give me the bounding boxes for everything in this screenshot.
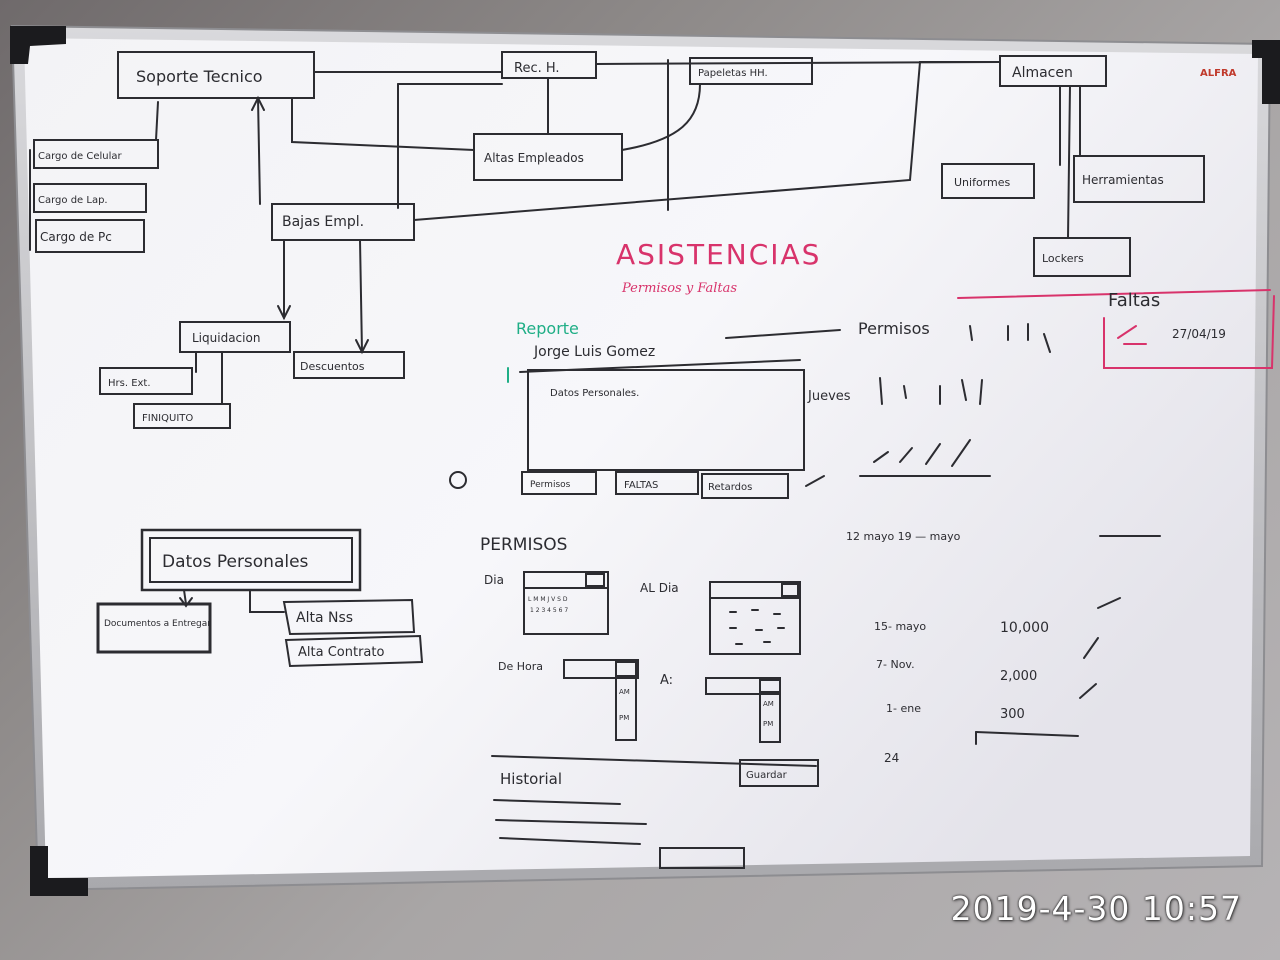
lockers-label: Lockers [1042, 252, 1084, 265]
papeletas-label: Papeletas HH. [698, 68, 768, 79]
btn-permisos-label[interactable]: Permisos [530, 480, 571, 490]
asistencias-title: ASISTENCIAS [616, 238, 821, 271]
jueves-label: Jueves [807, 389, 851, 404]
pm-option[interactable]: PM [619, 714, 629, 722]
herramientas-label: Herramientas [1082, 173, 1164, 187]
soporte-tecnico-label: Soporte Tecnico [136, 67, 263, 86]
asistencias-subtitle: Permisos y Faltas [621, 281, 737, 296]
frame-corner-brackets [10, 26, 1280, 896]
ledger-row-date: 7- Nov. [876, 658, 915, 671]
pm-option-2[interactable]: PM [763, 720, 773, 728]
alta-contrato-label: Alta Contrato [298, 645, 384, 660]
am-option[interactable]: AM [619, 688, 630, 696]
descuentos-label: Descuentos [300, 360, 365, 373]
whiteboard-frame [10, 24, 1272, 892]
datos-personales-sketch [96, 528, 424, 668]
brand-logo: ALFRA [1200, 68, 1237, 79]
ledger-row-date: 1- ene [886, 702, 921, 715]
liquidacion-label: Liquidacion [192, 331, 260, 345]
almacen-label: Almacen [1012, 65, 1073, 81]
asistencias-sketch [449, 323, 1051, 499]
ledger-footer: 24 [884, 751, 899, 765]
dia-label: Dia [484, 573, 504, 587]
person-name: Jorge Luis Gomez [533, 344, 655, 360]
cargo-pc-label: Cargo de Pc [40, 230, 112, 244]
btn-retardos-label[interactable]: Retardos [708, 482, 752, 493]
uniformes-label: Uniformes [954, 176, 1010, 189]
rec-h-label: Rec. H. [514, 61, 560, 76]
reporte-label: Reporte [516, 319, 579, 338]
hrs-ext-label: Hrs. Ext. [108, 378, 151, 389]
cargo-lap-label: Cargo de Lap. [38, 195, 108, 206]
ledger-row-date: 15- mayo [874, 620, 926, 633]
permisos-form-sketch [491, 571, 819, 869]
am-option-2[interactable]: AM [763, 700, 774, 708]
faltas-title: Faltas [1108, 290, 1160, 311]
alta-nss-label: Alta Nss [296, 610, 353, 626]
org-diagram [29, 51, 1205, 429]
finiquito-label: FINIQUITO [142, 413, 193, 424]
ledger-row-amount: 300 [1000, 707, 1025, 722]
documentos-label: Documentos a Entregar [104, 619, 211, 629]
altas-empleados-label: Altas Empleados [484, 151, 584, 165]
permisos-form-title: PERMISOS [480, 535, 567, 555]
faltas-date: 27/04/19 [1172, 327, 1226, 341]
permisos-count-label: Permisos [858, 319, 930, 338]
ledger-row-amount: 10,000 [1000, 620, 1049, 636]
photo-timestamp: 2019-4-30 10:57 [950, 889, 1242, 928]
ledger-row-amount: 2,000 [1000, 669, 1037, 684]
cal-dates-row: 1 2 3 4 5 6 7 [530, 607, 568, 614]
datos-box-label: Datos Personales. [550, 388, 639, 399]
al-dia-label: AL Dia [640, 581, 679, 595]
bajas-empl-label: Bajas Empl. [282, 214, 364, 230]
btn-faltas-label[interactable]: FALTAS [624, 480, 658, 491]
ledger-header: 12 mayo 19 — mayo [846, 530, 961, 543]
de-hora-label: De Hora [498, 660, 543, 673]
guardar-button[interactable]: Guardar [746, 770, 788, 781]
a-label: A: [660, 673, 673, 688]
cargo-celular-label: Cargo de Celular [38, 151, 123, 162]
datos-personales-title: Datos Personales [162, 552, 309, 572]
cal-days-row: L M M J V S D [528, 596, 568, 603]
ledger-sketch [975, 535, 1161, 745]
historial-label: Historial [500, 770, 562, 788]
faltas-panel [957, 289, 1275, 369]
